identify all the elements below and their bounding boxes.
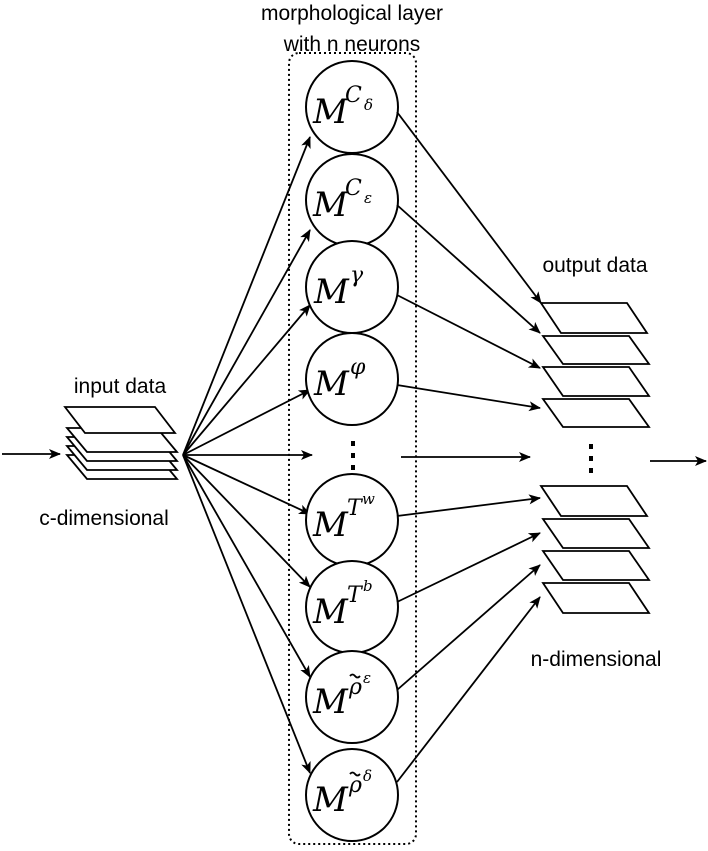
neuron-2-subsup: ε	[364, 189, 372, 207]
arrow-from-neuron-1	[396, 111, 542, 304]
neuron-to-output-arrows	[396, 111, 542, 783]
arrow-from-neuron-8	[396, 596, 541, 783]
arrow-from-neuron-6	[396, 532, 541, 603]
neuron-4	[305, 332, 399, 426]
neuron-8-subsup: δ	[363, 767, 372, 785]
output-data-stack-top	[539, 302, 651, 428]
neuron-labels: M C δ M C ε M γ M φ M T w M T b M ρ ε M …	[312, 83, 375, 820]
neuron-8-tilde-mark	[349, 771, 361, 777]
input-to-neuron-arrows	[182, 136, 313, 774]
input-data-stack	[63, 406, 179, 480]
neuron-6-subsup: b	[363, 577, 373, 595]
neuron-7-tilde-mark	[349, 673, 361, 679]
arrow-to-neuron-7	[182, 454, 311, 678]
neuron-5-base: M	[312, 505, 349, 545]
neuron-5-sup: T	[347, 496, 364, 521]
neuron-2-base: M	[312, 185, 349, 225]
neuron-6-sup: T	[347, 583, 364, 608]
output-ellipsis	[589, 444, 593, 473]
input-dim-label: c-dimensional	[39, 507, 169, 530]
neuron-1-sup: C	[345, 83, 362, 108]
neuron-7-subsup: ε	[363, 669, 371, 687]
layer-ellipsis	[351, 441, 355, 470]
neuron-8	[305, 748, 399, 842]
output-label: output data	[542, 254, 647, 277]
neuron-6-base: M	[312, 592, 349, 632]
arrow-from-neuron-7	[396, 564, 541, 691]
neuron-3-sup: γ	[350, 263, 364, 288]
neuron-7-base: M	[312, 682, 349, 722]
arrow-from-neuron-4	[396, 384, 541, 412]
neuron-3-base: M	[313, 272, 350, 312]
neuron-5-subsup: w	[362, 490, 375, 508]
arrow-from-neuron-3	[396, 294, 541, 369]
arrow-from-neuron-2	[396, 204, 541, 334]
neuron-4-base: M	[313, 364, 350, 404]
neuron-8-base: M	[312, 780, 349, 820]
layer-title-line1: morphological layer	[261, 2, 443, 25]
neuron-7	[305, 650, 399, 744]
arrow-to-neuron-3	[182, 304, 311, 456]
neuron-1-base: M	[312, 92, 349, 132]
arrow-to-neuron-1	[182, 136, 311, 456]
neuron-4-sup: φ	[350, 355, 366, 380]
input-label: input data	[74, 375, 167, 398]
output-data-stack-bottom	[539, 485, 651, 614]
neurons	[305, 60, 399, 842]
arrow-from-neuron-5	[396, 494, 541, 517]
arrow-to-neuron-2	[182, 229, 311, 456]
neuron-8-sup: ρ	[348, 773, 362, 798]
neuron-7-sup: ρ	[348, 675, 362, 700]
arrow-to-neuron-8	[182, 454, 311, 774]
arrow-to-neuron-6	[182, 454, 311, 588]
neuron-2-sup: C	[345, 176, 362, 201]
arrow-to-neuron-4	[182, 389, 311, 456]
output-dim-label: n-dimensional	[531, 648, 662, 671]
layer-title-line2: with n neurons	[283, 33, 421, 56]
arrow-to-neuron-5	[182, 454, 311, 515]
neuron-1-subsup: δ	[364, 96, 373, 114]
